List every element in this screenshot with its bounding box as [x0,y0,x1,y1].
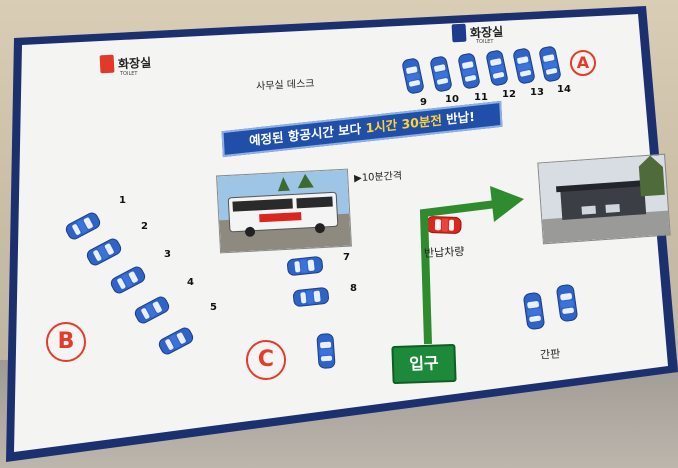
return-car [426,215,462,235]
banner-highlight: 1시간 30분전 [365,112,443,136]
zone-a-label: A [570,50,596,76]
zone-a-number: 9 [420,97,427,108]
zone-c-number: 7 [343,252,350,263]
entrance-arrow [419,186,524,345]
zone-a-number: 13 [530,87,544,98]
man-restroom-icon [451,23,467,43]
shuttle-bus-photo [216,168,352,254]
zone-a-number: 14 [557,84,571,95]
zone-b-number: 4 [187,277,194,288]
office-desk-label: 사무실 데스크 [255,78,315,93]
zone-b-number: 5 [210,302,217,313]
zone-a-number: 12 [502,89,516,100]
zone-c-number: 8 [350,283,357,294]
building-photo [537,153,671,245]
zone-a-number: 10 [445,94,459,105]
banner-text-post: 반납! [441,108,476,128]
zone-c-label: C [246,340,286,380]
zone-b-number: 1 [119,195,126,206]
shuttle-interval: ▶10분간격 [353,170,403,185]
entrance-sign: 입구 [391,343,457,385]
restroom-right-sub: TOILET [476,39,494,45]
return-car-label: 반납차량 [423,244,465,261]
zone-b-number: 2 [141,221,148,232]
zone-b-number: 3 [164,249,171,260]
zone-b-label: B [46,322,86,362]
sign-label: 간판 [539,347,561,362]
woman-restroom-icon [99,54,115,74]
zone-a-number: 11 [474,92,488,103]
restroom-left-label: 화장실 [117,55,152,71]
restroom-left-sub: TOILET [120,71,138,77]
